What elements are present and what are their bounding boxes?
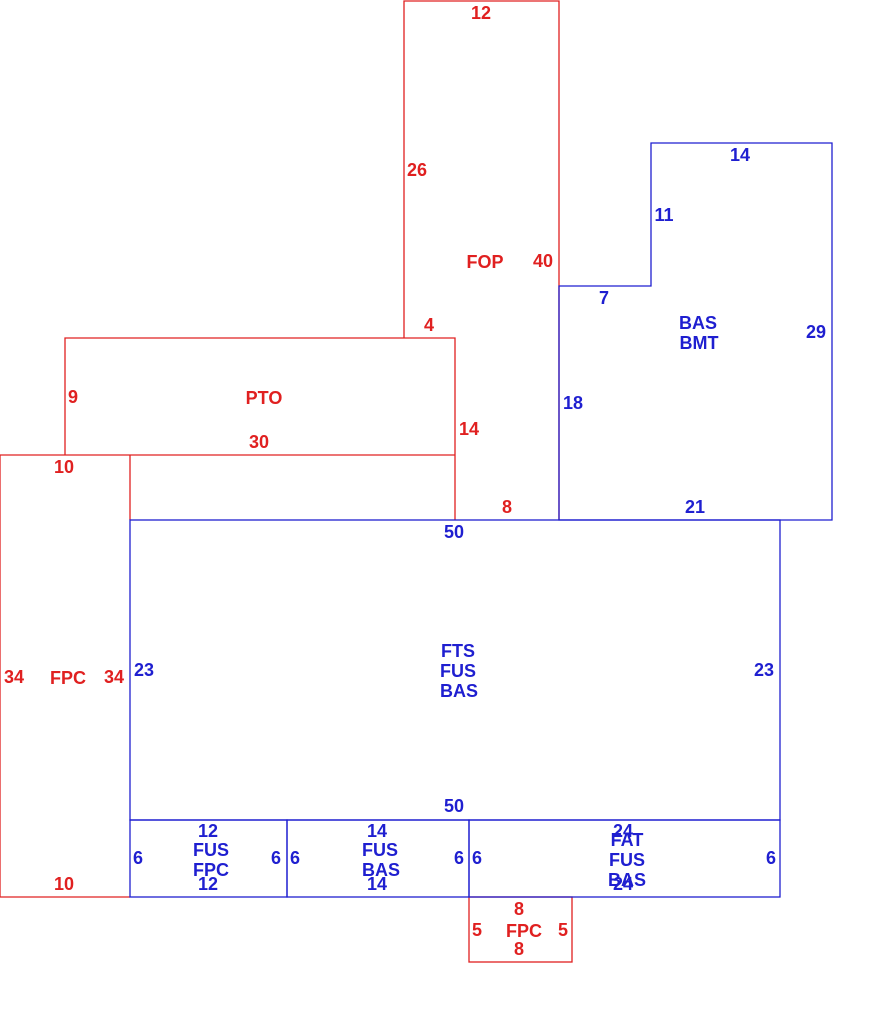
section-3-code-3: BAS — [608, 870, 646, 890]
main-right-dim: 23 — [754, 660, 774, 680]
bas-bmt-step-top-dim: 7 — [599, 288, 609, 308]
pto-right-dim: 14 — [459, 419, 479, 439]
pto-code: PTO — [246, 388, 283, 408]
section-3-right-dim: 6 — [766, 848, 776, 868]
pto-left-dim: 9 — [68, 387, 78, 407]
fop-bottom-dim: 4 — [424, 315, 434, 335]
fpc-left-area: 10 34 FPC 34 10 — [0, 455, 131, 898]
fpc-left-outline — [0, 455, 130, 898]
fpc-left-inner-dim: 34 — [104, 667, 124, 687]
main-area: 50 23 23 FTS FUS BAS 50 — [129, 519, 781, 821]
bas-bmt-code-2: BMT — [680, 333, 719, 353]
section-1-left-dim: 6 — [133, 848, 143, 868]
bas-bmt-outline — [558, 142, 833, 521]
section-1-top-dim: 12 — [198, 821, 218, 841]
fop-area: 12 26 40 FOP 4 — [403, 0, 560, 520]
fpc-left-top-dim: 10 — [54, 457, 74, 477]
main-code-3: BAS — [440, 681, 478, 701]
main-bottom-dim: 50 — [444, 796, 464, 816]
fop-outline — [403, 0, 560, 520]
section-2-bottom-dim: 14 — [367, 874, 387, 894]
shared-edge-dim: 8 — [502, 497, 512, 517]
section-1-code-2: FPC — [193, 860, 229, 880]
section-1-code-1: FUS — [193, 840, 229, 860]
bas-bmt-area: 14 11 7 BAS BMT 29 18 21 — [558, 142, 833, 521]
section-2-code-2: BAS — [362, 860, 400, 880]
fpc-small-left-dim: 5 — [472, 920, 482, 940]
bas-bmt-bottom-dim: 21 — [685, 497, 705, 517]
section-1-area: 12 FUS FPC 12 6 6 — [129, 819, 288, 898]
section-1-right-dim: 6 — [271, 848, 281, 868]
fpc-small-area: 8 5 FPC 5 8 — [468, 896, 573, 963]
section-1-bottom-dim: 12 — [198, 874, 218, 894]
fpc-left-outer-dim: 34 — [4, 667, 24, 687]
fpc-left-code: FPC — [50, 668, 86, 688]
fop-top-dim: 12 — [471, 3, 491, 23]
main-left-dim: 23 — [134, 660, 154, 680]
section-3-outline — [468, 819, 781, 898]
section-2-code-1: FUS — [362, 840, 398, 860]
section-2-right-dim: 6 — [454, 848, 464, 868]
fop-left-dim: 26 — [407, 160, 427, 180]
section-3-code-1: FAT — [611, 830, 644, 850]
fpc-small-top-dim: 8 — [514, 899, 524, 919]
bas-bmt-left-dim: 18 — [563, 393, 583, 413]
fpc-small-bottom-dim: 8 — [514, 939, 524, 959]
pto-bottom-dim: 30 — [249, 432, 269, 452]
fpc-small-code: FPC — [506, 921, 542, 941]
main-top-dim: 50 — [444, 522, 464, 542]
bas-bmt-right-dim: 29 — [806, 322, 826, 342]
fpc-small-right-dim: 5 — [558, 920, 568, 940]
bas-bmt-code-1: BAS — [679, 313, 717, 333]
section-3-code-2: FUS — [609, 850, 645, 870]
main-code-2: FUS — [440, 661, 476, 681]
main-code-1: FTS — [441, 641, 475, 661]
section-3-bottom-dim: 24 — [613, 874, 633, 894]
section-3-area: 24 FAT FUS BAS 24 6 6 — [468, 819, 781, 898]
fop-code: FOP — [466, 252, 503, 272]
section-3-left-dim: 6 — [472, 848, 482, 868]
bas-bmt-top-dim: 14 — [730, 145, 750, 165]
fpc-left-bottom-dim: 10 — [54, 874, 74, 894]
section-2-top-dim: 14 — [367, 821, 387, 841]
section-2-area: 14 FUS BAS 14 6 6 — [286, 819, 470, 898]
section-3-top-dim: 24 — [613, 821, 633, 841]
pto-outline — [64, 337, 456, 520]
section-2-left-dim: 6 — [290, 848, 300, 868]
pto-area: 9 PTO 30 14 — [0, 337, 479, 520]
fop-right-dim: 40 — [533, 251, 553, 271]
bas-bmt-step-side-dim: 11 — [654, 205, 673, 225]
